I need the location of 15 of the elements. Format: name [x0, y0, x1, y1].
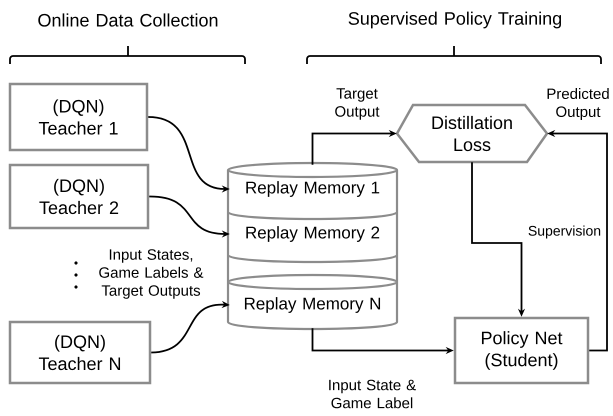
section-title: Online Data Collection — [38, 13, 218, 27]
memory-slot: Replay Memory N — [244, 297, 380, 313]
edge-label: Target Output — [335, 88, 380, 120]
process-box: (DQN) Teacher N — [8, 320, 152, 384]
edge-label: Input State & Game Label — [329, 380, 416, 408]
edge-label: Supervision — [528, 225, 600, 239]
memory-slot: Replay Memory 2 — [246, 226, 380, 242]
process-box: Policy Net (Student) — [454, 316, 590, 384]
data-label: Input States, Game Labels & Target Outputs — [99, 249, 204, 299]
process-box: (DQN) Teacher 2 — [8, 164, 150, 230]
memory-slot: Replay Memory 1 — [246, 181, 380, 197]
edge-label: Predicted Output — [548, 88, 609, 120]
section-title: Supervised Policy Training — [348, 12, 562, 28]
process-box: (DQN) Teacher 1 — [8, 82, 148, 152]
loss-hexagon: Distillation Loss — [396, 104, 549, 164]
